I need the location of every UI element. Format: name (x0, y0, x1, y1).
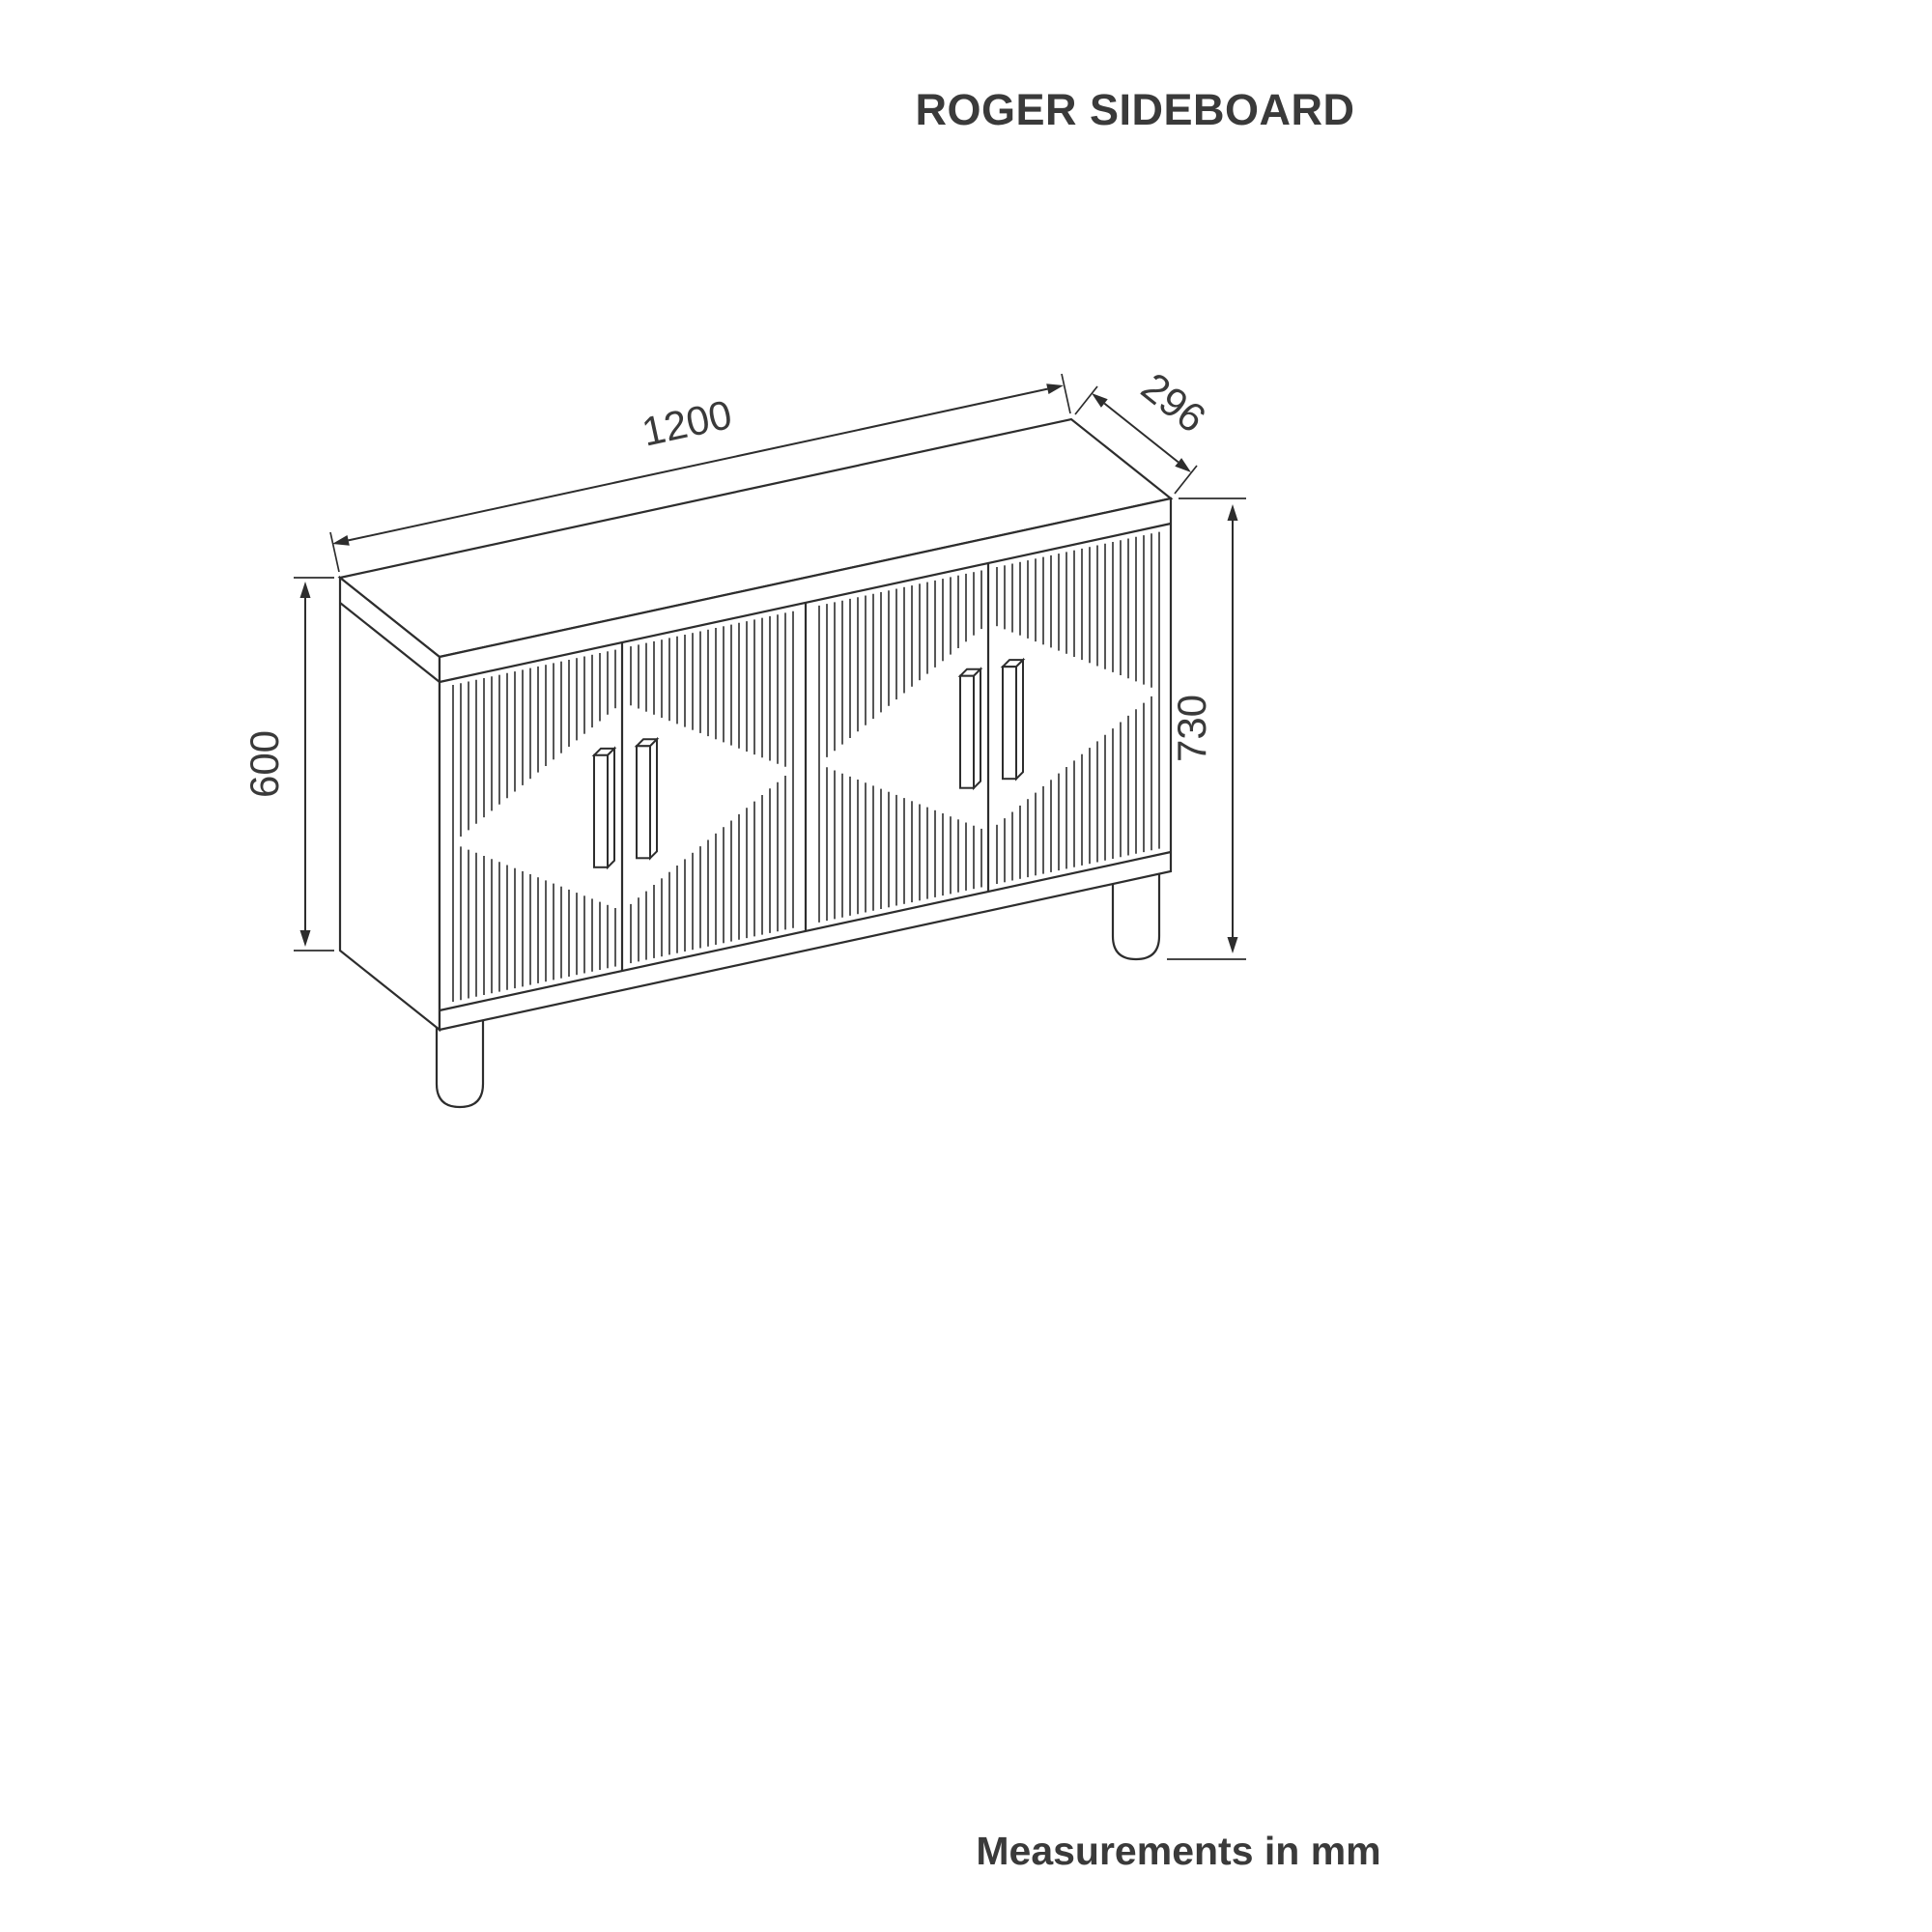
front-left-leg (435, 1021, 485, 1109)
drawing-title: ROGER SIDEBOARD (915, 85, 1355, 134)
extension-line (1074, 385, 1098, 415)
carcass-height-dimension-label: 600 (242, 730, 287, 798)
arrowhead (299, 582, 311, 598)
door-handle-side (973, 667, 981, 791)
width-dimension-line (329, 373, 1071, 573)
sideboard-drawing (337, 417, 1174, 1109)
overall-height-dimension-label: 730 (1169, 695, 1214, 762)
door-handle-front (593, 753, 609, 868)
arrowhead (1046, 384, 1064, 394)
dimension-line (348, 387, 1048, 542)
arrowhead (1092, 393, 1108, 408)
arrowhead (1227, 937, 1238, 953)
carcass (337, 417, 1174, 1033)
door-handle-side (607, 746, 615, 870)
arrowhead (332, 535, 350, 546)
arrowhead (1175, 458, 1191, 472)
door-handle-front (1002, 666, 1017, 781)
legs (435, 869, 1161, 1109)
left-panel-slab-edge (339, 602, 440, 683)
door-handle-front (636, 745, 651, 860)
door-handles (591, 657, 1026, 870)
depth-dimension-label: 296 (1133, 363, 1214, 440)
door-handle-side (1015, 657, 1024, 781)
extension-line (329, 531, 340, 573)
dimension-lines (294, 373, 1246, 960)
fluted-door-pattern (452, 531, 1160, 1002)
door-handle-front (959, 674, 975, 789)
front-right-leg (1111, 869, 1161, 961)
door-handle-side (649, 736, 658, 861)
extension-line (1061, 373, 1071, 414)
depth-dimension-line (1074, 385, 1198, 495)
width-dimension-label: 1200 (638, 391, 735, 455)
overall-height-dimension-line (1167, 497, 1246, 960)
left-side-panel (338, 575, 441, 1033)
arrowhead (299, 930, 311, 947)
units-note: Measurements in mm (976, 1829, 1381, 1873)
carcass-height-dimension-line (294, 577, 334, 952)
dimension-line (1103, 402, 1179, 464)
arrowhead (1227, 504, 1238, 521)
extension-line (1174, 465, 1198, 495)
